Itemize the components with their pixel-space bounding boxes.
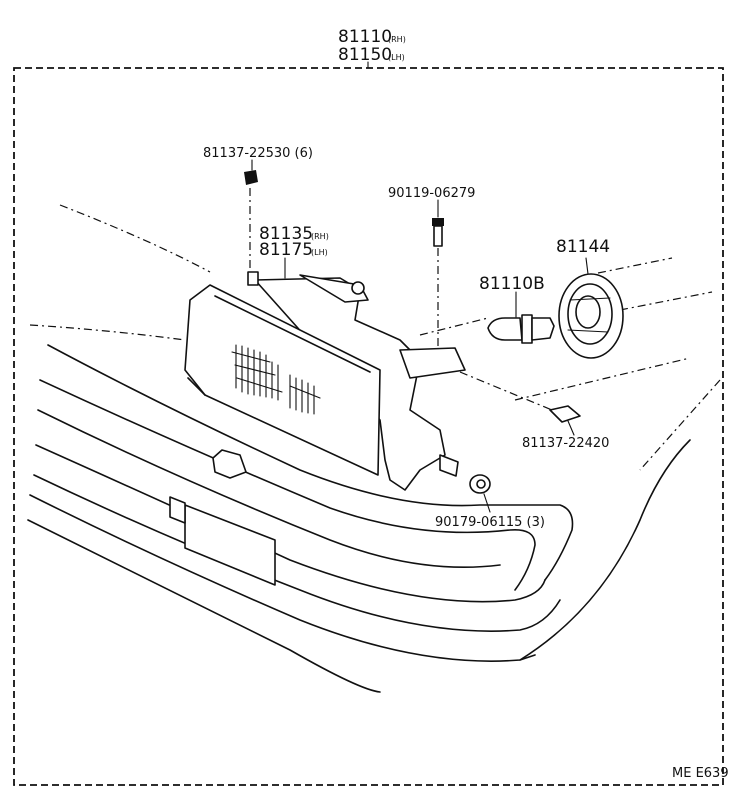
lens-corner bbox=[187, 377, 206, 396]
assembly-tag-rh: (RH) bbox=[388, 35, 406, 44]
bulb-flange bbox=[521, 314, 533, 344]
clip-nut bbox=[549, 405, 581, 423]
bumper-line-6 bbox=[29, 494, 536, 662]
assembly-part-rh: 81110 bbox=[338, 27, 392, 47]
bulb-part bbox=[419, 291, 555, 344]
mounting-bracket bbox=[399, 347, 466, 379]
license-plate-recess bbox=[184, 504, 276, 586]
clearance-marker bbox=[212, 449, 247, 479]
label-unit-rh: 81135 bbox=[259, 224, 313, 244]
headlamp-unit bbox=[184, 271, 466, 491]
assembly-part-lh: 81150 bbox=[338, 45, 392, 65]
screw-head bbox=[244, 170, 258, 185]
fender-edge-right bbox=[639, 379, 721, 471]
bulb-base bbox=[531, 317, 555, 341]
hood-line-right-mid bbox=[619, 291, 713, 311]
label-unit-rh-tag: (RH) bbox=[311, 232, 329, 241]
hood-line-right-top bbox=[597, 257, 673, 274]
label-nut: 81137-22420 bbox=[522, 436, 609, 451]
label-socket: 81144 bbox=[556, 237, 610, 257]
corner-line bbox=[519, 439, 691, 661]
socket-part bbox=[558, 257, 624, 359]
label-bolt: 90119-06279 bbox=[388, 186, 475, 201]
label-unit-lh: 81175 bbox=[259, 240, 313, 260]
recess-step bbox=[169, 496, 186, 524]
lens-rim bbox=[214, 295, 371, 373]
socket-leader bbox=[585, 257, 589, 275]
housing-top bbox=[299, 274, 369, 303]
nut-leader bbox=[567, 420, 575, 436]
assembly-label: 81110 (RH) 81150 (LH) bbox=[338, 27, 406, 65]
grommet-leader bbox=[483, 493, 491, 513]
fender-line bbox=[29, 324, 186, 341]
grommet-hole bbox=[476, 479, 486, 489]
diagram-code: ME E639 bbox=[672, 766, 729, 781]
label-unit-lh-tag: (LH) bbox=[311, 248, 328, 257]
nut-axis bbox=[459, 371, 553, 411]
bumper-line-5 bbox=[33, 474, 561, 632]
bumper-line-2 bbox=[39, 379, 536, 591]
socket-center bbox=[575, 295, 601, 329]
mount-tab-left bbox=[247, 271, 259, 286]
adjuster-knob bbox=[351, 281, 365, 295]
label-bulb: 81110B bbox=[479, 274, 545, 294]
label-grommet: 90179-06115 (3) bbox=[435, 515, 545, 530]
hood-edge-line bbox=[59, 204, 211, 273]
lens-pattern bbox=[231, 344, 321, 415]
bulb-axis bbox=[419, 317, 489, 336]
bulb-glass bbox=[487, 317, 523, 341]
bolt-shank bbox=[433, 225, 443, 247]
bumper-bottom bbox=[27, 519, 381, 693]
grommet-part bbox=[469, 474, 491, 513]
nut-part bbox=[459, 371, 581, 436]
screw-top-part bbox=[244, 159, 258, 272]
car-body bbox=[27, 204, 721, 693]
bolt-part bbox=[432, 199, 444, 350]
bumper-top bbox=[47, 344, 574, 581]
bumper-line-3 bbox=[37, 409, 501, 569]
bottom-bracket bbox=[439, 454, 459, 477]
socket-ribs bbox=[567, 297, 611, 333]
hood-line-right-low bbox=[514, 357, 691, 401]
bolt-head bbox=[432, 218, 444, 226]
label-screw-top: 81137-22530 (6) bbox=[203, 146, 313, 161]
bumper-line-4 bbox=[35, 444, 546, 603]
assembly-tag-lh: (LH) bbox=[388, 53, 405, 62]
